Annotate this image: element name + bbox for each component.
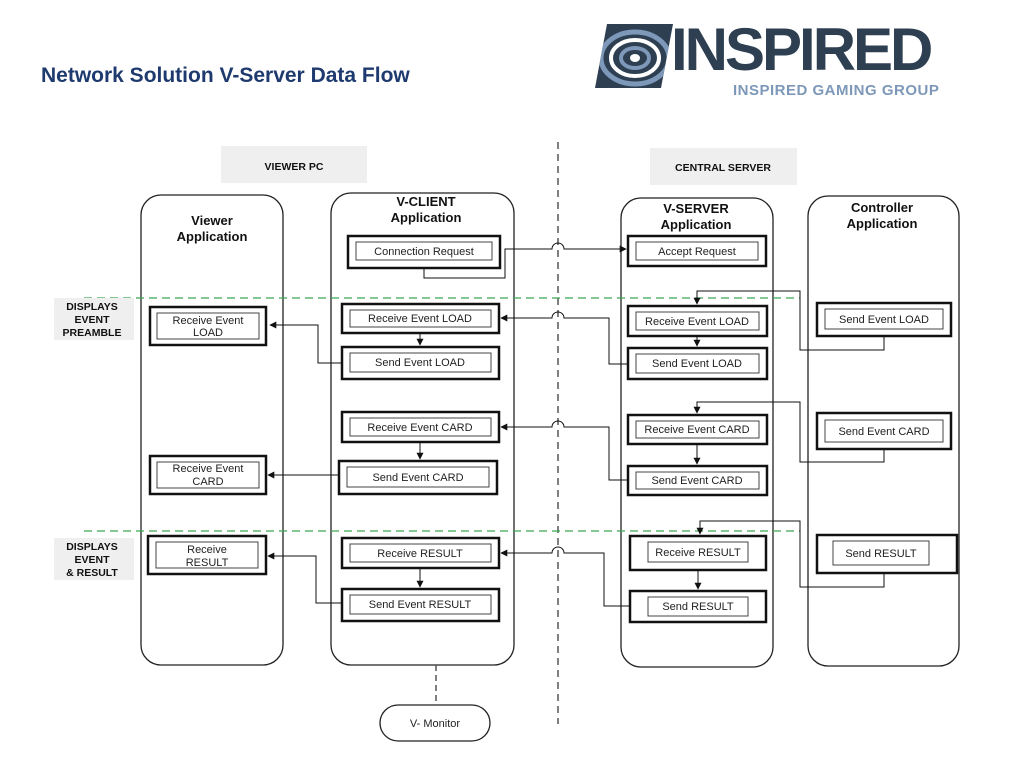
- preamble-side-label-bg: [54, 298, 134, 340]
- vclient-send-card-box: Send Event CARD: [337, 459, 499, 496]
- swirl-logo-icon: [595, 24, 673, 88]
- vclient-heading-1: V-CLIENT: [396, 194, 455, 209]
- vclient-receive-card-box: Receive Event CARD: [340, 410, 501, 444]
- vserver-send-result-label: Send RESULT: [662, 601, 734, 613]
- arrow-vclient-send-load: [269, 321, 342, 364]
- vserver-receive-card-label: Receive Event CARD: [644, 424, 749, 436]
- vclient-receive-load-label: Receive Event LOAD: [368, 313, 472, 325]
- vclient-send-card-label: Send Event CARD: [372, 472, 463, 484]
- arrow-connection-to-accept: [423, 242, 627, 279]
- viewer-receive-card-line1: Receive Event: [173, 463, 244, 475]
- vmonitor-label: V- Monitor: [410, 718, 460, 730]
- controller-send-result-label: Send RESULT: [845, 548, 917, 560]
- viewer-heading-2: Application: [177, 229, 248, 244]
- controller-send-card-label: Send Event CARD: [838, 426, 929, 438]
- viewer-receive-result-line1: Receive: [187, 544, 227, 556]
- slide-title: Network Solution V-Server Data Flow: [41, 64, 410, 87]
- vserver-receive-result-label: Receive RESULT: [655, 547, 741, 559]
- vclient-receive-result-box: Receive RESULT: [340, 536, 501, 570]
- viewer-heading-1: Viewer: [191, 213, 233, 228]
- vclient-receive-load-box: Receive Event LOAD: [340, 302, 501, 335]
- arrow-vclient-send-result: [267, 552, 342, 604]
- viewer-pc-header: [221, 146, 367, 183]
- vserver-send-result-box: Send RESULT: [628, 589, 768, 624]
- controller-send-card-box: Send Event CARD: [815, 411, 953, 451]
- vclient-send-load-box: Send Event LOAD: [340, 345, 501, 381]
- vserver-send-load-label: Send Event LOAD: [652, 358, 742, 370]
- vserver-receive-load-box: Receive Event LOAD: [626, 304, 769, 338]
- preamble-side-label-3: PREAMBLE: [63, 327, 122, 339]
- vclient-receive-card-label: Receive Event CARD: [367, 422, 472, 434]
- vclient-send-result-box: Send Event RESULT: [340, 587, 501, 623]
- vserver-receive-card-box: Receive Event CARD: [626, 413, 769, 446]
- viewer-receive-card-box: Receive Event CARD: [148, 454, 268, 496]
- preamble-side-label-2: EVENT: [74, 314, 110, 326]
- vserver-accept-request-label: Accept Request: [658, 246, 736, 258]
- vclient-connection-request-label: Connection Request: [374, 246, 474, 258]
- controller-heading-2: Application: [847, 216, 918, 231]
- arrow-controller-load: [693, 290, 885, 351]
- vclient-send-result-label: Send Event RESULT: [369, 599, 472, 611]
- arrow-vserver-send-card: [500, 420, 628, 481]
- viewer-receive-result-box: Receive RESULT: [146, 534, 268, 576]
- logo-wordmark: INSPIRED: [671, 16, 933, 83]
- vserver-receive-load-label: Receive Event LOAD: [645, 316, 749, 328]
- central-server-header: [650, 148, 797, 185]
- viewer-pc-label: VIEWER PC: [265, 161, 324, 173]
- controller-send-result-box: Send RESULT: [815, 533, 959, 575]
- viewer-column: [140, 194, 284, 666]
- vserver-send-load-box: Send Event LOAD: [626, 346, 769, 381]
- controller-send-load-box: Send Event LOAD: [815, 301, 953, 338]
- vclient-heading-2: Application: [391, 210, 462, 225]
- vmonitor-node: [379, 704, 491, 742]
- controller-send-load-label: Send Event LOAD: [839, 314, 929, 326]
- vclient-send-load-label: Send Event LOAD: [375, 357, 465, 369]
- vserver-accept-request-box: Accept Request: [626, 234, 768, 268]
- vclient-receive-result-label: Receive RESULT: [377, 548, 463, 560]
- preamble-side-label-1: DISPLAYS: [66, 301, 118, 313]
- vserver-send-card-label: Send Event CARD: [651, 475, 742, 487]
- vserver-heading-1: V-SERVER: [663, 201, 729, 216]
- result-side-label-2: EVENT: [74, 554, 110, 566]
- flow-connectors: [267, 242, 885, 607]
- inspired-logo: INSPIRED INSPIRED GAMING GROUP: [595, 16, 995, 102]
- arrow-controller-card: [693, 401, 885, 463]
- controller-heading-1: Controller: [851, 200, 913, 215]
- arrow-controller-result: [696, 520, 885, 588]
- central-server-label: CENTRAL SERVER: [675, 162, 771, 174]
- vserver-send-card-box: Send Event CARD: [626, 464, 769, 497]
- vserver-receive-result-box: Receive RESULT: [628, 534, 768, 572]
- arrow-vserver-send-result: [500, 546, 630, 607]
- result-side-label-3: & RESULT: [66, 567, 118, 579]
- vserver-heading-2: Application: [661, 217, 732, 232]
- result-side-label-1: DISPLAYS: [66, 541, 118, 553]
- viewer-receive-card-line2: CARD: [192, 476, 223, 488]
- logo-subtitle: INSPIRED GAMING GROUP: [733, 82, 940, 99]
- viewer-receive-load-line2: LOAD: [193, 327, 223, 339]
- result-side-label-bg: [54, 538, 134, 580]
- vclient-connection-request-box: Connection Request: [346, 234, 502, 270]
- viewer-receive-result-line2: RESULT: [186, 557, 229, 569]
- viewer-receive-load-box: Receive Event LOAD: [148, 305, 268, 347]
- arrow-vserver-send-load: [500, 311, 628, 365]
- viewer-receive-load-line1: Receive Event: [173, 315, 244, 327]
